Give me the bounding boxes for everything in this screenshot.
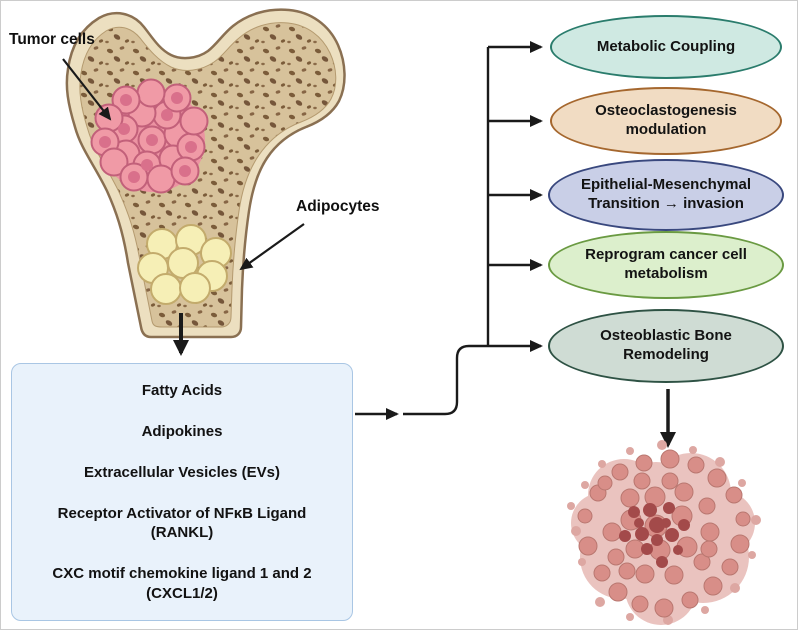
factor-item-line2: (RANKL) bbox=[150, 524, 214, 542]
tumor-cells-label: Tumor cells bbox=[9, 31, 95, 48]
effect-ellipse-metabolic-coupling: Metabolic Coupling bbox=[550, 15, 782, 79]
factor-item: Fatty Acids bbox=[22, 381, 342, 401]
effect-label-line1: Osteoclastogenesis bbox=[595, 102, 737, 120]
effect-label-line1: Reprogram cancer cell bbox=[585, 246, 747, 264]
effect-label-line2: modulation bbox=[625, 121, 707, 138]
effect-ellipse-osteoblastic-remodeling: Osteoblastic Bone Remodeling bbox=[548, 309, 784, 383]
factor-item-line1: CXC motif chemokine ligand 1 and 2 bbox=[52, 565, 312, 582]
factor-item-line1: Receptor Activator of NFκB Ligand bbox=[57, 504, 307, 522]
tumor-blob-satellite-cells bbox=[567, 440, 761, 625]
metastatic-tumor-illustration bbox=[567, 440, 761, 625]
factor-item: CXC motif chemokine ligand 1 and 2 (CXCL… bbox=[22, 564, 342, 603]
adipocytes-label: Adipocytes bbox=[296, 198, 380, 215]
tumor-cell-nuclei bbox=[99, 92, 197, 183]
factor-item: Adipokines bbox=[22, 422, 342, 442]
tumor-cells-pointer-arrow bbox=[62, 58, 112, 121]
effect-ellipse-emt-invasion: Epithelial-Mesenchymal Transition → inva… bbox=[548, 159, 784, 231]
bone-illustration bbox=[65, 8, 346, 339]
effect-label-line2: metabolism bbox=[624, 265, 708, 282]
effect-label-line1: Osteoblastic Bone bbox=[600, 327, 732, 345]
effect-ellipse-osteoclastogenesis: Osteoclastogenesis modulation bbox=[550, 87, 782, 155]
effect-label-line2: Transition → invasion bbox=[588, 195, 744, 212]
factor-item: Receptor Activator of NFκB Ligand (RANKL… bbox=[22, 504, 342, 543]
factor-item-line1: Fatty Acids bbox=[141, 382, 223, 399]
effect-ellipse-reprogram-metabolism: Reprogram cancer cell metabolism bbox=[548, 231, 784, 299]
factor-item: Extracellular Vesicles (EVs) bbox=[22, 463, 342, 483]
connector-elbow bbox=[403, 344, 488, 416]
factor-item-line1: Extracellular Vesicles (EVs) bbox=[84, 463, 280, 481]
tumor-blob-core-cells bbox=[619, 502, 690, 568]
secreted-factors-box: Fatty Acids Adipokines Extracellular Ves… bbox=[11, 363, 353, 621]
factor-item-line2: (CXCL1/2) bbox=[146, 584, 218, 602]
effect-label-line1: Epithelial-Mesenchymal bbox=[580, 176, 752, 194]
adipocytes-pointer-arrow bbox=[239, 223, 305, 271]
adipocytes-cluster bbox=[137, 224, 232, 305]
factor-item-line1: Adipokines bbox=[141, 422, 223, 440]
effect-label-line2: Remodeling bbox=[623, 346, 709, 363]
effect-label-line1: Metabolic Coupling bbox=[596, 37, 736, 55]
